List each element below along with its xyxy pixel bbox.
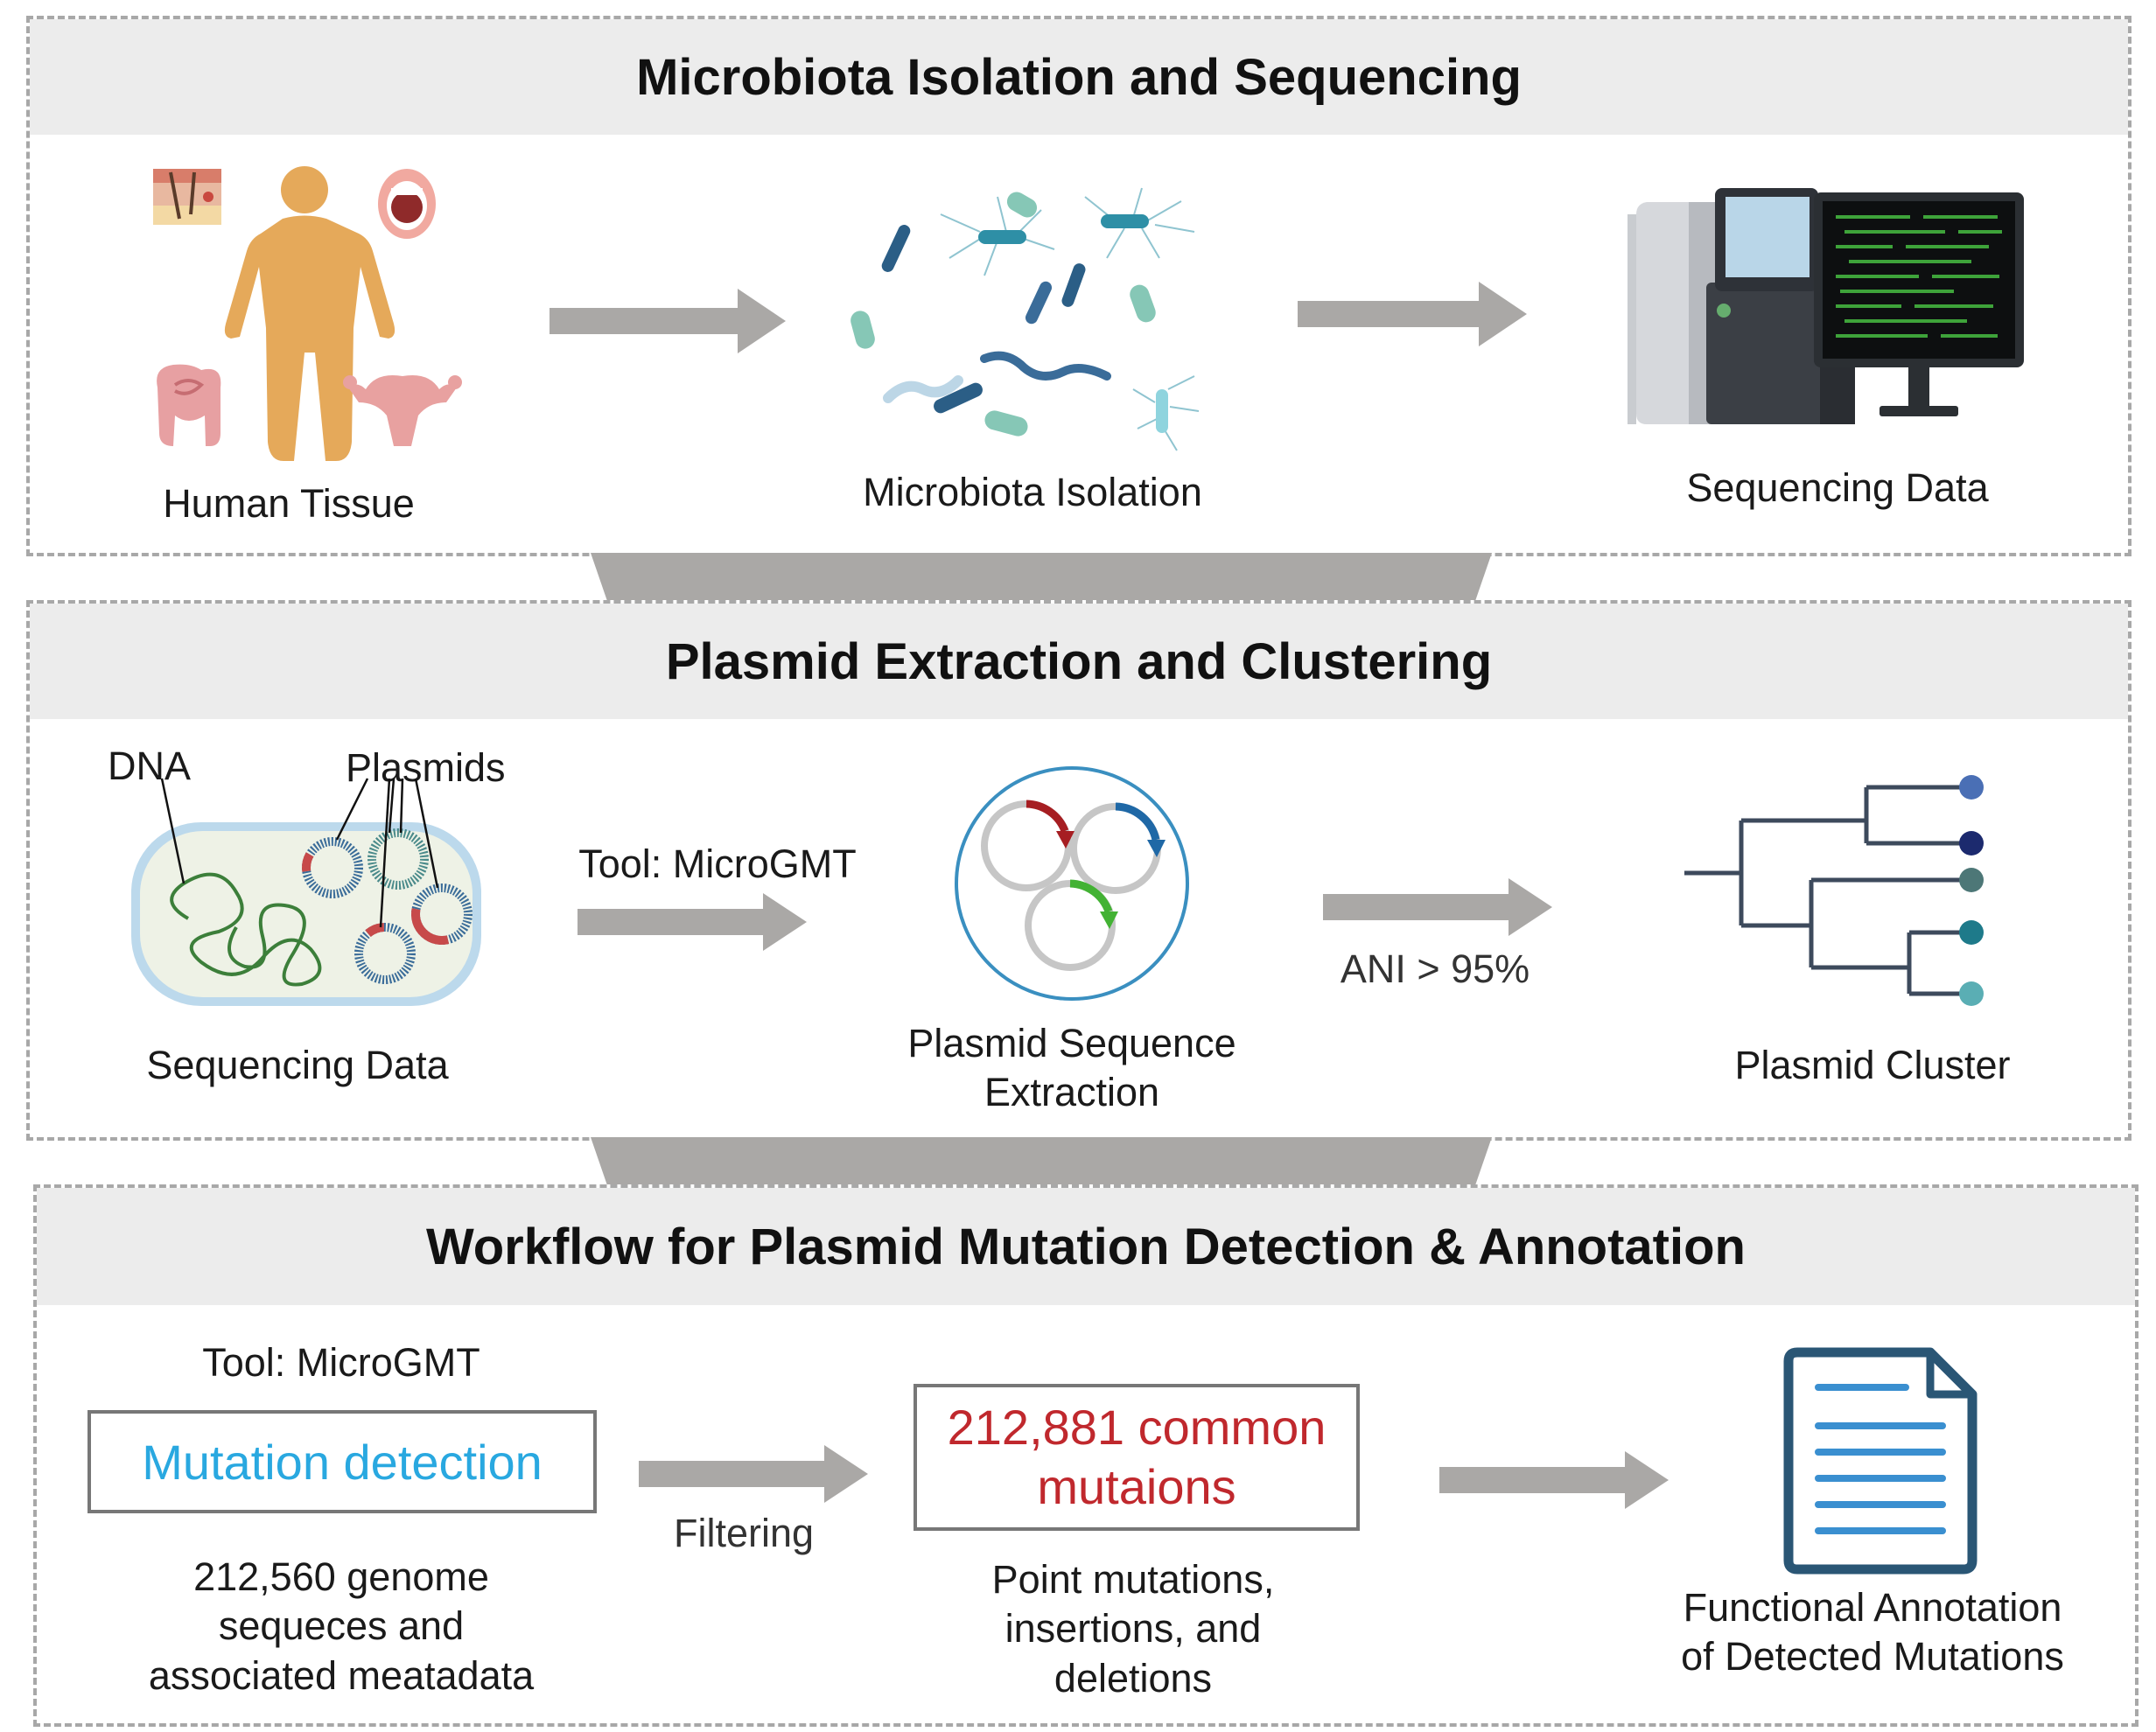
common-mutations-line1: 212,881 common <box>947 1399 1326 1455</box>
arrow-right <box>1439 1451 1669 1509</box>
sequencing-data-label: Sequencing Data <box>1686 465 1989 510</box>
arrow-right <box>550 289 786 353</box>
sequencing-data-label: Sequencing Data <box>146 1043 449 1087</box>
panel-connector <box>591 1137 1492 1188</box>
arrow-right <box>578 893 807 951</box>
arrow-right <box>1323 878 1552 936</box>
plasmid-extraction-line2: Extraction <box>984 1070 1160 1115</box>
mutation-types-line3: deletions <box>1054 1655 1213 1701</box>
arrow-right <box>1298 282 1527 346</box>
tool-label: Tool: MicroGMT <box>202 1340 480 1385</box>
plasmid-icon <box>411 883 472 945</box>
intestine-icon <box>157 364 221 446</box>
sequencer-icon <box>1628 188 1855 424</box>
filtering-label: Filtering <box>673 1511 815 1555</box>
mutation-detection-box: Mutation detection <box>88 1410 597 1513</box>
functional-annotation-label: Functional Annotation of Detected Mutati… <box>1628 1583 2118 1682</box>
tool-label: Tool: MicroGMT <box>578 842 857 886</box>
genome-line2: sequeces and <box>218 1603 465 1649</box>
human-tissue-illustration <box>153 166 462 461</box>
bacterial-cell-icon <box>131 778 481 1006</box>
arrow-right <box>639 1445 868 1503</box>
panel-header: Microbiota Isolation and Sequencing <box>30 19 2128 135</box>
skin-tissue-icon <box>153 169 221 225</box>
ani-threshold-label: ANI > 95% <box>1340 946 1530 991</box>
panel-title: Plasmid Extraction and Clustering <box>665 632 1493 690</box>
genome-line3: associated meatadata <box>148 1652 535 1698</box>
plasmid-extraction-line1: Plasmid Sequence <box>907 1021 1236 1065</box>
functional-annotation-line2: of Detected Mutations <box>1681 1634 2064 1680</box>
panel-header: Plasmid Extraction and Clustering <box>30 604 2128 719</box>
mutation-types-label: Point mutations, insertions, and deletio… <box>901 1555 1365 1703</box>
human-tissue-label: Human Tissue <box>163 481 415 526</box>
plasmid-icon <box>354 923 416 984</box>
plasmid-icon <box>302 837 363 898</box>
plasmid-extraction-icon <box>955 766 1189 1001</box>
microbiota-icon <box>850 187 1200 451</box>
genome-sequences-label: 212,560 genome sequeces and associated m… <box>105 1553 578 1701</box>
panel-header: Workflow for Plasmid Mutation Detection … <box>37 1188 2135 1305</box>
panel-title: Workflow for Plasmid Mutation Detection … <box>426 1218 1746 1275</box>
plasmids-label: Plasmids <box>346 745 506 790</box>
uterus-icon <box>343 375 462 446</box>
plasmid-extraction-label: Plasmid Sequence Extraction <box>875 1019 1269 1118</box>
mutation-detection-text: Mutation detection <box>142 1434 542 1490</box>
monitor-icon <box>1814 192 2024 416</box>
microbiota-isolation-label: Microbiota Isolation <box>863 470 1202 514</box>
document-icon <box>1783 1347 1978 1575</box>
dna-label: DNA <box>108 744 192 788</box>
functional-annotation-line1: Functional Annotation <box>1683 1585 2062 1630</box>
mutation-types-line1: Point mutations, <box>991 1557 1275 1602</box>
human-body-icon <box>224 166 396 461</box>
plasmid-icon <box>368 828 429 890</box>
panel-connector <box>591 553 1492 604</box>
mutation-types-line2: insertions, and <box>1004 1606 1262 1652</box>
common-mutations-box: 212,881 common mutaions <box>914 1384 1360 1531</box>
plasmid-cluster-label: Plasmid Cluster <box>1734 1043 2011 1087</box>
panel-title: Microbiota Isolation and Sequencing <box>636 48 1522 106</box>
plasmid-cluster-dendrogram-icon <box>1684 775 1984 1006</box>
genome-line1: 212,560 genome <box>193 1554 489 1599</box>
common-mutations-line2: mutaions <box>1037 1459 1236 1514</box>
mouth-icon <box>378 169 436 239</box>
